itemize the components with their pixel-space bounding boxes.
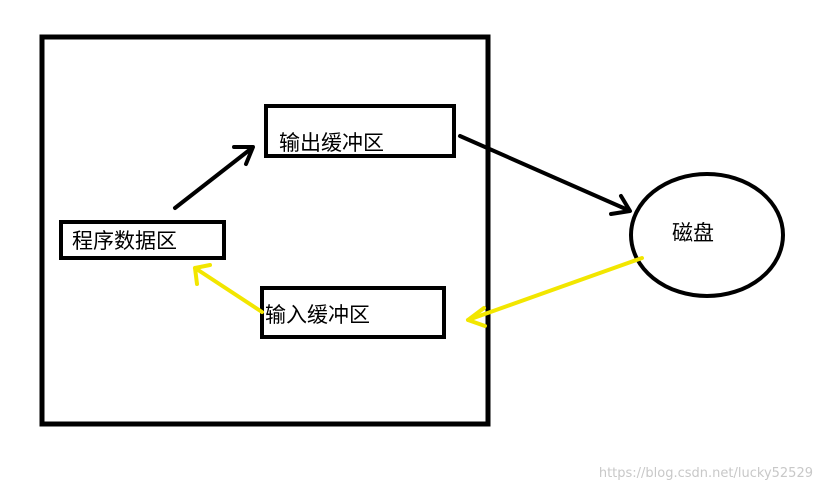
input-buffer-box bbox=[260, 286, 446, 339]
output-buffer-box bbox=[264, 104, 456, 158]
disk-label: 磁盘 bbox=[672, 221, 714, 245]
arrow-disk-to-input bbox=[466, 256, 644, 328]
output-buffer-label: 输出缓冲区 bbox=[279, 131, 384, 155]
disk-ellipse bbox=[629, 172, 785, 298]
program-data-box bbox=[59, 220, 226, 260]
arrow-program-to-output bbox=[173, 145, 255, 210]
arrow-output-to-disk bbox=[458, 134, 632, 216]
memory-frame bbox=[39, 34, 491, 427]
input-buffer-label: 输入缓冲区 bbox=[265, 303, 370, 327]
watermark-text: https://blog.csdn.net/lucky52529 bbox=[599, 466, 813, 481]
program-data-label: 程序数据区 bbox=[72, 229, 177, 253]
arrow-input-to-program bbox=[193, 263, 264, 314]
